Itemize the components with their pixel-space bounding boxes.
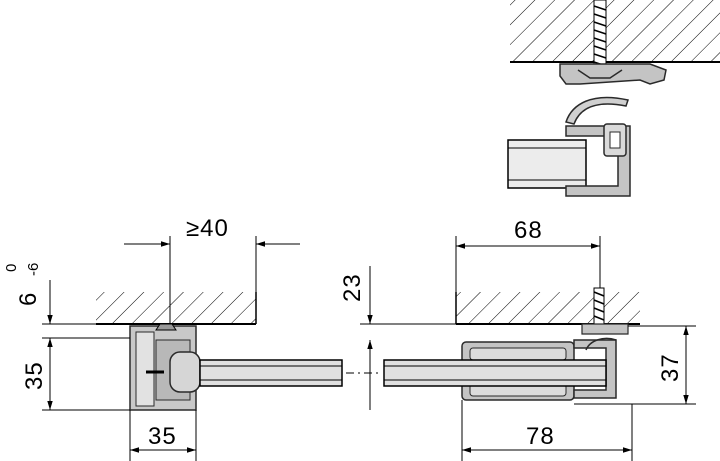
dim-left-height: 35 — [21, 361, 48, 390]
ceiling-hatch-right — [456, 292, 640, 324]
dim-left-width: 35 — [148, 423, 177, 450]
ceiling-clip-top — [559, 63, 667, 85]
ceiling-hatch-top — [510, 0, 720, 62]
dimension-lines — [42, 236, 696, 461]
dim-right-height: 37 — [657, 353, 684, 382]
dim-right-width: 78 — [526, 423, 555, 450]
glass-panel-top — [507, 139, 587, 189]
dim-offset: 6 — [15, 292, 42, 306]
dim-clamp-width: 68 — [514, 217, 543, 244]
glass-panel-left — [199, 359, 343, 387]
spring-lip-top — [565, 96, 629, 125]
glass-panel-right — [383, 359, 607, 387]
detail-view-top — [507, 0, 720, 197]
dim-ceiling-gap: 23 — [339, 273, 366, 302]
dim-min-gap: ≥40 — [186, 215, 229, 242]
front-view-right — [383, 287, 640, 401]
front-view-left — [96, 292, 343, 411]
ceiling-hatch-left — [96, 292, 256, 324]
screw-top — [593, 0, 607, 71]
dim-tol-upper: 0 — [3, 264, 20, 272]
dim-tol-lower: -6 — [25, 263, 42, 276]
